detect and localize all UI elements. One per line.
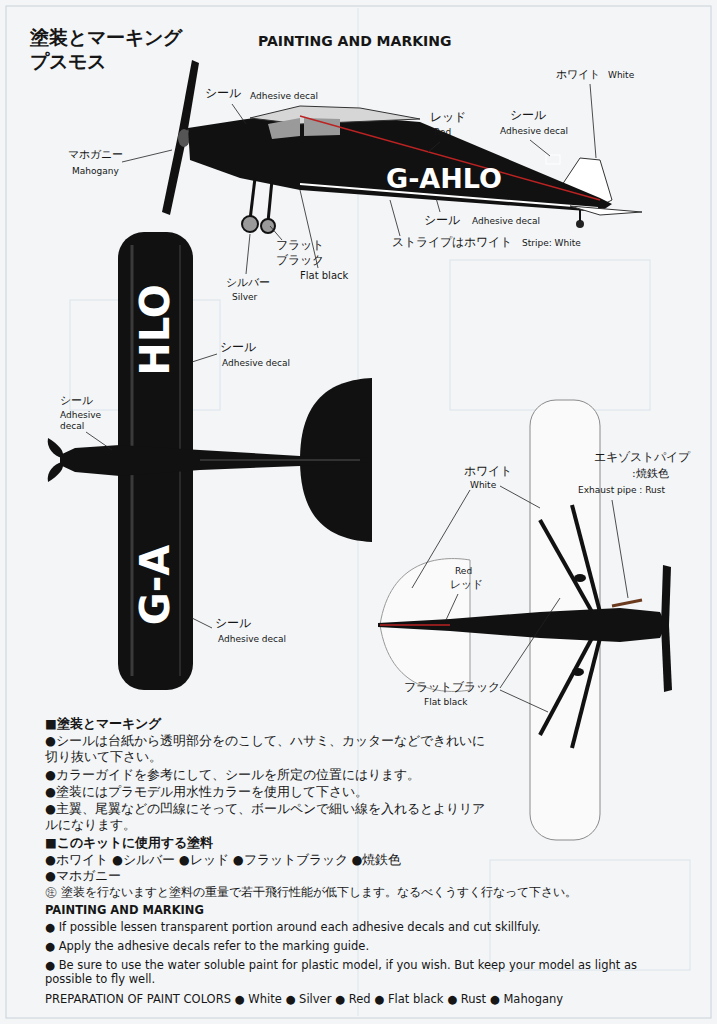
callout-label: Adhesive decal bbox=[500, 126, 568, 137]
note-text: ㊟ 塗装を行ないますと塗料の重量で若干飛行性能が低下します。なるべくうすく行なっ… bbox=[45, 885, 685, 900]
color-label: エキゾストパイプ bbox=[594, 450, 690, 465]
callout-label: シール bbox=[424, 213, 460, 228]
side-view bbox=[162, 60, 642, 233]
callout-label: シール bbox=[510, 108, 546, 123]
top-view bbox=[48, 232, 372, 690]
section-heading: ■このキットに使用する塗料 bbox=[45, 835, 213, 851]
callout-label: シール bbox=[60, 394, 93, 408]
registration-decal: HLO bbox=[130, 284, 180, 376]
color-label: Stripe: White bbox=[522, 238, 581, 249]
color-label: Silver bbox=[232, 292, 257, 303]
page-title: 塗装とマーキング bbox=[30, 26, 182, 50]
leader-lines bbox=[122, 84, 596, 274]
paint-list: ●マホガニー bbox=[45, 868, 121, 884]
paint-list: PREPARATION OF PAINT COLORS ● White ● Si… bbox=[45, 992, 705, 1006]
color-label: Flat black bbox=[300, 270, 348, 283]
registration-decal: G-AHLO bbox=[386, 162, 502, 196]
color-label: Flat black bbox=[424, 697, 467, 708]
callout-label: Adhesive decal bbox=[218, 634, 286, 645]
color-label: レッド bbox=[450, 578, 483, 592]
color-label: フラットブラック bbox=[404, 680, 500, 695]
section-heading: ■塗装とマーキング bbox=[45, 716, 161, 732]
instruction-text: ● Be sure to use the water soluble paint… bbox=[45, 958, 665, 987]
color-label: White bbox=[470, 480, 496, 491]
callout-label: Adhesive decal bbox=[472, 216, 540, 227]
model-name: プスモス bbox=[30, 50, 106, 74]
callout-label: シール bbox=[205, 86, 241, 101]
color-label: マホガニー bbox=[68, 148, 123, 162]
callout-label: Adhesive decal bbox=[222, 358, 290, 369]
color-label: ホワイト bbox=[464, 464, 512, 479]
callout-label: Adhesive decal bbox=[250, 91, 318, 102]
color-label: Mahogany bbox=[72, 166, 119, 177]
registration-decal: G-A bbox=[130, 545, 180, 625]
bottom-view bbox=[378, 400, 672, 840]
callout-label: シール bbox=[215, 616, 251, 631]
callout-label: シール bbox=[220, 340, 256, 355]
instruction-text: ● Apply the adhesive decals refer to the… bbox=[45, 939, 685, 953]
instruction-text: ●主翼、尾翼などの凹線にそって、ボールペンで細い線を入れるとよりリアルになります… bbox=[45, 801, 495, 832]
instruction-text: ●カラーガイドを参考にして、シールを所定の位置にはります。 bbox=[45, 767, 420, 783]
color-label: White bbox=[608, 70, 634, 81]
color-label: フラット ブラック bbox=[276, 238, 328, 268]
page-frame bbox=[6, 6, 711, 1018]
page-heading: PAINTING AND MARKING bbox=[258, 33, 451, 51]
instruction-text: ● If possible lessen transparent portion… bbox=[45, 920, 685, 934]
section-heading: PAINTING AND MARKING bbox=[45, 903, 204, 917]
color-label: Red bbox=[455, 566, 472, 577]
color-label: Red bbox=[434, 127, 451, 138]
leader-lines bbox=[86, 354, 217, 628]
instruction-text: ●シールは台紙から透明部分をのこして、ハサミ、カッターなどできれいに切り抜いて下… bbox=[45, 733, 495, 764]
paint-list: ●ホワイト ●シルバー ●レッド ●フラットブラック ●焼鉄色 bbox=[45, 852, 401, 868]
callout-label: Adhesive decal bbox=[60, 410, 106, 433]
color-label: レッド bbox=[430, 110, 466, 125]
color-label: ホワイト bbox=[556, 68, 600, 82]
color-label: :焼鉄色 bbox=[632, 467, 669, 481]
leader-lines bbox=[412, 486, 628, 712]
instruction-text: ●塗装にはプラモデル用水性カラーを使用して下さい。 bbox=[45, 784, 368, 800]
color-label: Exhaust pipe : Rust bbox=[578, 485, 665, 496]
color-label: ストライプはホワイト bbox=[392, 235, 512, 250]
color-label: シルバー bbox=[226, 276, 270, 290]
